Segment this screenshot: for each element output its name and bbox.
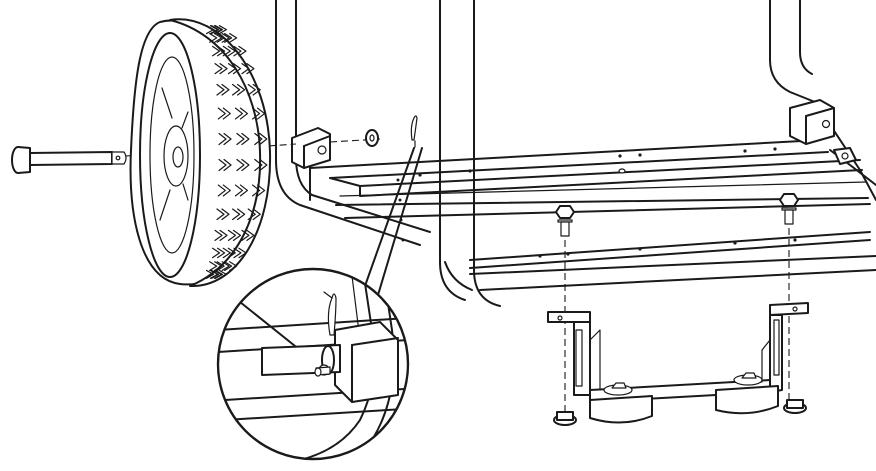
cotter-pin [410, 115, 418, 148]
tread-chevron [234, 184, 249, 197]
tread-chevron [222, 247, 236, 259]
axle-bolt [11, 146, 127, 174]
tread-chevron [217, 107, 231, 120]
flange-nut-right [783, 399, 807, 414]
leader-line-1 [359, 147, 415, 301]
tread-chevron [211, 247, 226, 259]
detail-magnifier-border [216, 267, 410, 461]
tread-chevron [232, 208, 246, 221]
tread-chevron [224, 32, 238, 43]
tread-chevron [218, 132, 232, 146]
tread-chevron [216, 83, 230, 96]
tread-chevron [216, 261, 230, 272]
tread-chevron [222, 45, 236, 57]
mounting-bolt-left [555, 205, 575, 237]
tread-chevron [217, 184, 231, 197]
axle-centerline-2 [329, 138, 381, 143]
tread-chevron [213, 269, 228, 279]
frame-bracket-left [291, 127, 331, 169]
tread-chevron [236, 132, 250, 146]
tread-chevron [254, 132, 268, 146]
rubber-mount-left [589, 382, 653, 424]
tread-chevron [247, 83, 261, 96]
detail-magnifier-content [218, 269, 408, 459]
frame-bracket-right [789, 99, 857, 165]
tread-chevron [247, 208, 261, 221]
tread-chevron [251, 184, 266, 197]
tread-chevron [241, 229, 255, 241]
tread-chevron [234, 107, 249, 120]
tread-chevron [213, 25, 228, 35]
washer [365, 129, 379, 147]
tread-chevron [254, 158, 268, 172]
frame-rail-front [309, 139, 871, 219]
tread-chevron [227, 229, 242, 241]
tread-chevron [209, 261, 223, 272]
tread-chevron [227, 63, 242, 75]
tread-chevron [241, 63, 255, 75]
tread-chevron [216, 208, 230, 221]
rubber-mount-right [715, 372, 779, 415]
frame-rail-rear [469, 231, 876, 291]
wheel-tread [205, 25, 268, 279]
tread-chevron [214, 63, 228, 75]
tread-chevron [209, 32, 223, 43]
tread-chevron [251, 107, 266, 120]
tread-chevron [236, 158, 250, 172]
tread-chevron [224, 261, 238, 272]
tread-chevron [233, 247, 247, 259]
mounting-bolt-right [779, 193, 799, 225]
tread-chevron [211, 45, 226, 57]
tread-chevron [218, 158, 232, 172]
tread-chevron [214, 229, 228, 241]
wheel [129, 18, 272, 288]
tread-chevron [216, 32, 230, 43]
tread-chevron [232, 83, 246, 96]
flange-nut-left [553, 411, 577, 426]
leader-line-2 [374, 147, 423, 306]
tread-chevron [233, 45, 247, 57]
frame-tube-right [769, 0, 816, 103]
